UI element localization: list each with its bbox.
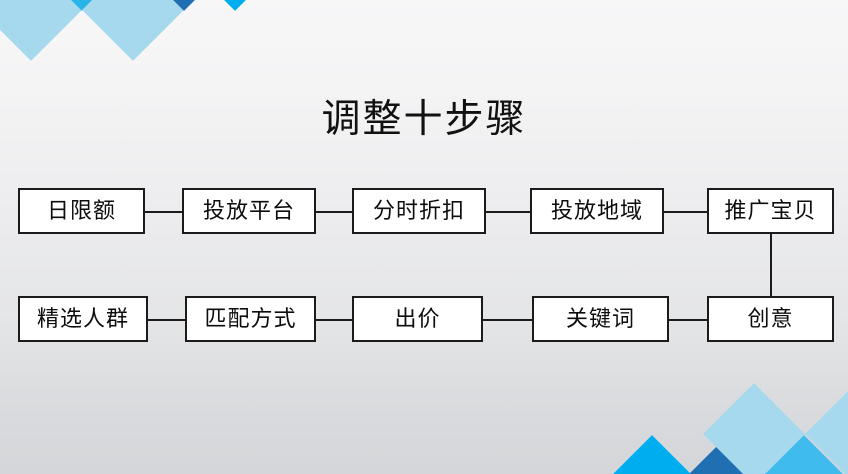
flow-node-node-8[interactable]: 出价: [352, 296, 483, 342]
flow-node-node-3[interactable]: 分时折扣: [352, 188, 486, 234]
page-title: 调整十步骤: [321, 98, 527, 141]
connector-2-3: [316, 211, 352, 213]
flow-node-node-7[interactable]: 匹配方式: [185, 296, 316, 342]
flow-node-label: 推广宝贝: [724, 198, 817, 223]
connector-6-7: [148, 319, 185, 321]
connector-9-10: [669, 319, 707, 321]
connector-4-5: [664, 211, 707, 213]
flow-node-node-9[interactable]: 关键词: [532, 296, 669, 342]
flow-node-node-1[interactable]: 日限额: [18, 188, 145, 234]
flow-node-label: 日限额: [46, 198, 116, 223]
flow-node-label: 分时折扣: [372, 198, 465, 223]
flow-node-label: 投放地域: [550, 198, 643, 223]
flow-node-label: 投放平台: [202, 198, 295, 223]
flow-node-node-6[interactable]: 精选人群: [18, 296, 148, 342]
connector-8-9: [483, 319, 532, 321]
flow-node-label: 匹配方式: [204, 306, 297, 331]
flow-node-label: 出价: [394, 306, 441, 331]
flow-node-node-4[interactable]: 投放地域: [530, 188, 664, 234]
connector-5-10: [770, 234, 772, 296]
flow-node-node-10[interactable]: 创意: [707, 296, 834, 342]
flow-node-node-2[interactable]: 投放平台: [182, 188, 316, 234]
flow-node-label: 关键词: [565, 306, 635, 331]
connector-3-4: [486, 211, 530, 213]
flow-node-label: 精选人群: [36, 306, 129, 331]
flow-node-node-5[interactable]: 推广宝贝: [707, 188, 834, 234]
flow-node-label: 创意: [747, 306, 794, 331]
connector-7-8: [316, 319, 352, 321]
connector-1-2: [145, 211, 182, 213]
